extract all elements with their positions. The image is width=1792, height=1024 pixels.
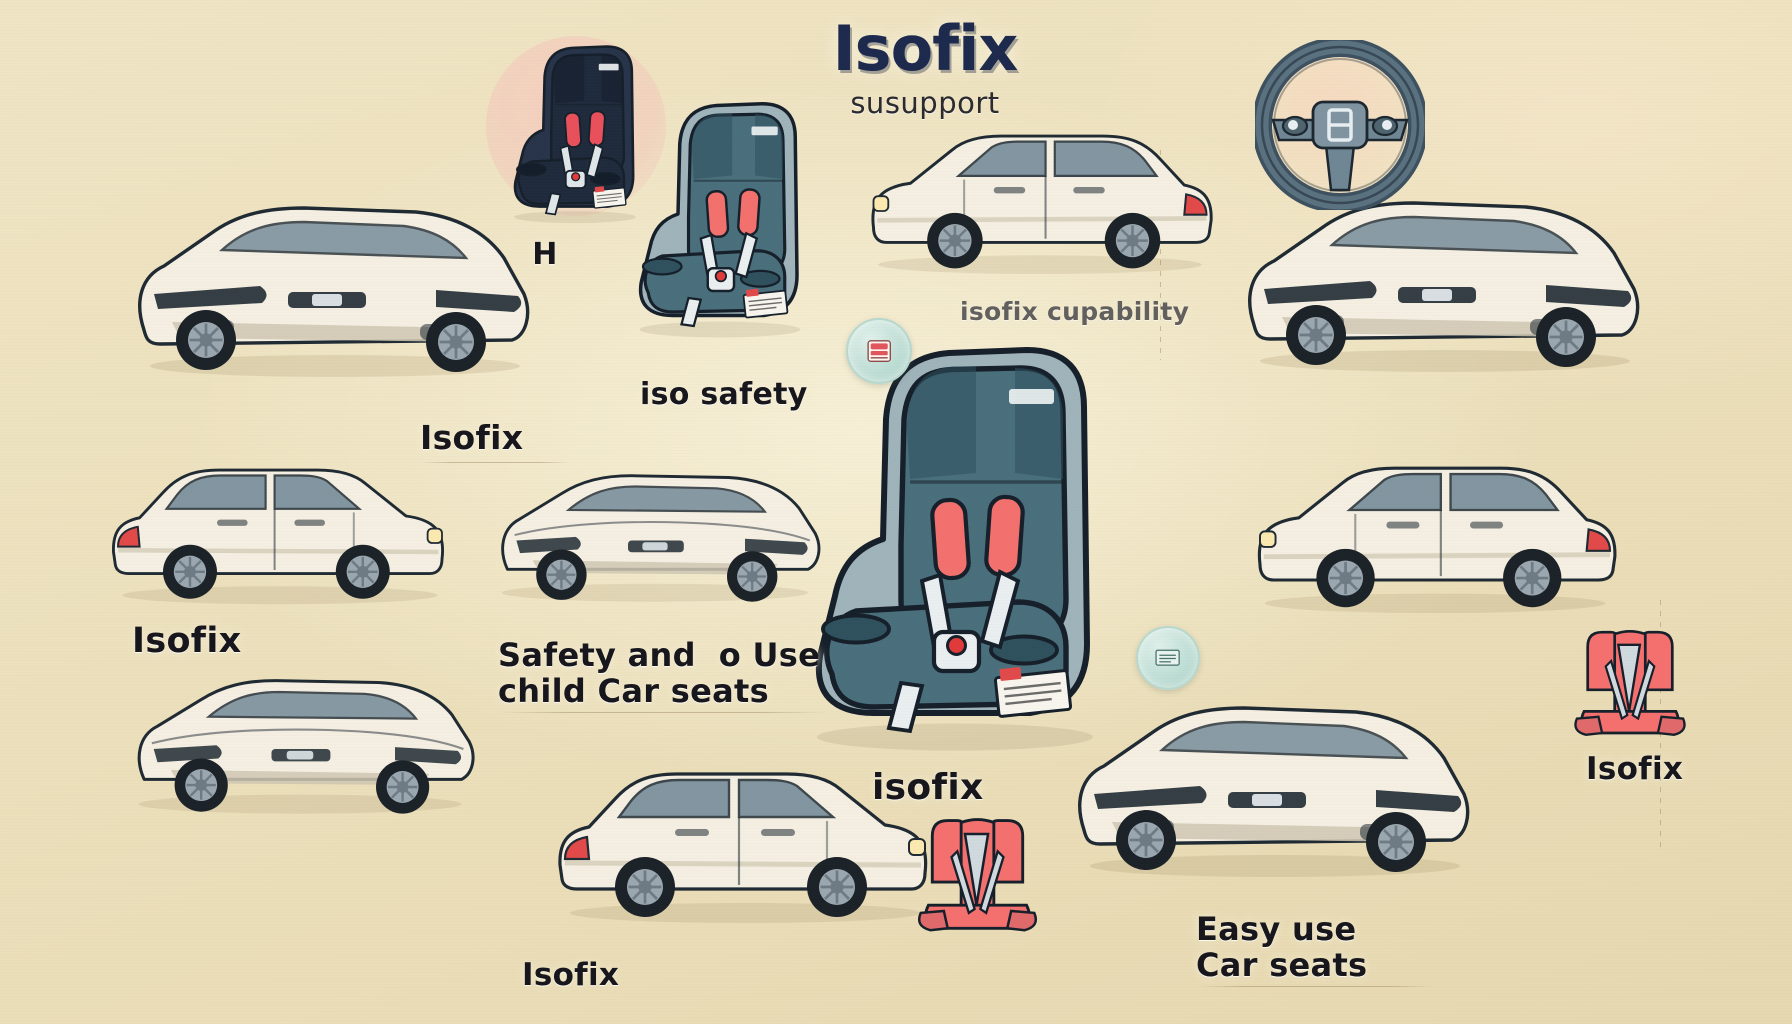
coral-booster-car-seat bbox=[1570, 625, 1690, 760]
label-isofix-right: Isofix bbox=[1586, 751, 1684, 787]
white-hatchback-side-profile bbox=[545, 740, 945, 930]
label-isofix-mid-left: Isofix bbox=[132, 621, 242, 661]
dashed-guide bbox=[1160, 150, 1161, 360]
white-suv-front-three-quarter bbox=[1230, 175, 1650, 375]
white-sedan-front-three-quarter bbox=[110, 640, 490, 820]
label-isofix-cupability: isofix cupability bbox=[960, 297, 1190, 326]
white-sedan-side-profile bbox=[1235, 440, 1635, 615]
certificate-icon bbox=[1149, 642, 1186, 675]
coral-child-car-seat bbox=[915, 810, 1040, 960]
label-isofix-top-left: Isofix bbox=[420, 418, 524, 457]
white-suv-front-three-quarter bbox=[120, 180, 540, 380]
red-navy-child-car-seat bbox=[480, 40, 670, 225]
white-suv-front-three-quarter bbox=[1060, 680, 1480, 880]
label-easy-use-seats: Easy use Car seats bbox=[1196, 910, 1368, 984]
approved-seal-badge bbox=[1136, 626, 1200, 690]
label-underline bbox=[498, 712, 828, 713]
car-seat-seal-badge bbox=[846, 318, 912, 384]
label-underline bbox=[420, 462, 570, 463]
white-wagon-rear-three-quarter bbox=[100, 440, 460, 610]
teal-child-car-seat-hero bbox=[790, 335, 1120, 755]
white-suv-side-profile bbox=[855, 105, 1225, 280]
label-isofix-bottom-left: Isofix bbox=[522, 957, 620, 993]
title-main-text: Isofix bbox=[832, 12, 1019, 85]
steering-wheel-icon bbox=[1252, 37, 1428, 213]
label-safety-child-seats: Safety and o Use child Car seats bbox=[498, 636, 821, 710]
car-seat-icon bbox=[860, 334, 898, 368]
label-isofix-center: isofix bbox=[872, 767, 984, 808]
label-underline bbox=[1196, 986, 1436, 987]
page-title: Isofix susupport bbox=[760, 12, 1090, 121]
teal-child-car-seat bbox=[620, 95, 820, 340]
white-sedan-front-three-quarter bbox=[475, 440, 835, 605]
title-sub-text: susupport bbox=[850, 86, 1000, 120]
label-honda-h: H bbox=[532, 237, 558, 272]
label-iso-safety: iso safety bbox=[640, 377, 808, 412]
